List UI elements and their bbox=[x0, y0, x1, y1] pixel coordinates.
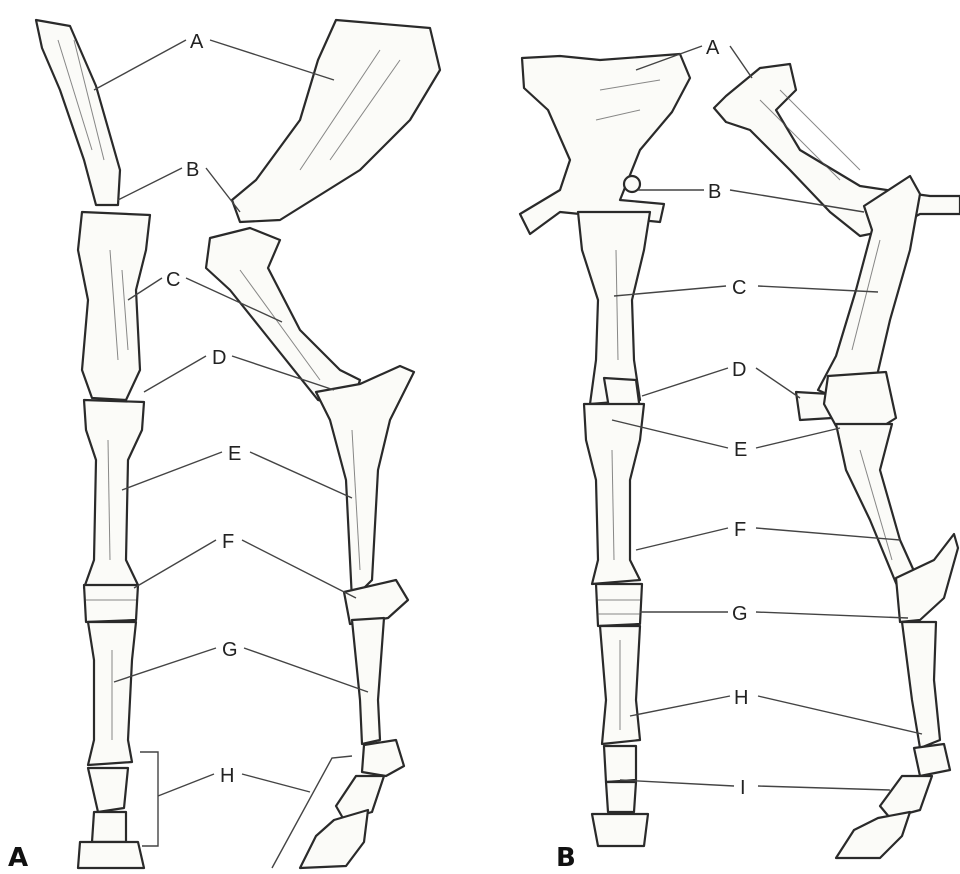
panel-a-label-a: A bbox=[190, 31, 204, 53]
panel-b-letter: B bbox=[556, 843, 576, 873]
panel-a-label-g: G bbox=[222, 639, 238, 661]
panel-b-label-g: G bbox=[732, 603, 748, 625]
panel-a-letter: A bbox=[8, 843, 28, 873]
panel-b-front-view-limb bbox=[520, 54, 690, 846]
panel-b-label-c: C bbox=[732, 277, 746, 299]
panel-b-label-h: H bbox=[734, 687, 748, 709]
panel-a-label-h: H bbox=[220, 765, 234, 787]
panel-b-label-a: A bbox=[706, 37, 720, 59]
panel-b-label-i: I bbox=[740, 777, 746, 799]
panel-a-label-c: C bbox=[166, 269, 180, 291]
panel-b-label-f: F bbox=[734, 519, 746, 541]
panel-b-label-d: D bbox=[732, 359, 746, 381]
panel-b-labels: A B C D E F G H I bbox=[706, 37, 748, 799]
panel-a-label-f: F bbox=[222, 531, 234, 553]
panel-a-label-b: B bbox=[186, 159, 199, 181]
panel-a-label-d: D bbox=[212, 347, 226, 369]
panel-b-side-view-limb bbox=[714, 64, 960, 858]
panel-a-front-view-limb bbox=[36, 20, 150, 868]
panel-b-label-e: E bbox=[734, 439, 747, 461]
panel-a-label-e: E bbox=[228, 443, 241, 465]
panel-a-labels: A B C D E F G H bbox=[166, 31, 241, 787]
panel-b-label-b: B bbox=[708, 181, 721, 203]
